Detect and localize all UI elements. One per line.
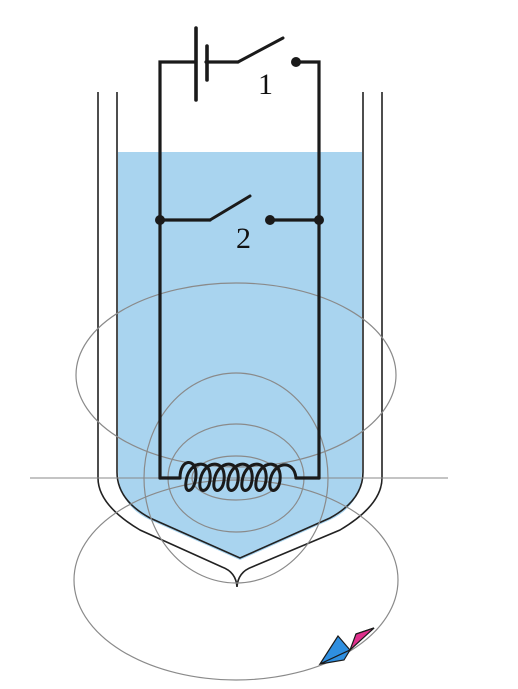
switch-1: 1: [236, 36, 301, 101]
coil-icon: [178, 461, 298, 492]
needle-north-half-2: [349, 627, 375, 651]
switch-2: 2: [208, 194, 275, 255]
battery-icon: [194, 26, 209, 102]
junction-left: [155, 215, 165, 225]
needle-south-half-2: [319, 648, 352, 665]
junction-right: [314, 215, 324, 225]
compass-needle-icon: [318, 627, 375, 666]
tube-inner-wall: [116, 92, 364, 559]
junction-dots: [155, 215, 324, 225]
field-line-outer-lower: [73, 479, 399, 681]
switch-2-contact: [265, 215, 275, 225]
circuit-wires: [158, 60, 321, 480]
switch-2-lever: [208, 194, 252, 222]
tube-outer-wall: [97, 92, 383, 588]
switch-2-label: 2: [236, 222, 251, 255]
switch-1-contact: [291, 57, 301, 67]
switch-1-lever: [236, 36, 285, 64]
switch-1-label: 1: [258, 68, 273, 101]
liquid-fill: [118, 152, 362, 560]
